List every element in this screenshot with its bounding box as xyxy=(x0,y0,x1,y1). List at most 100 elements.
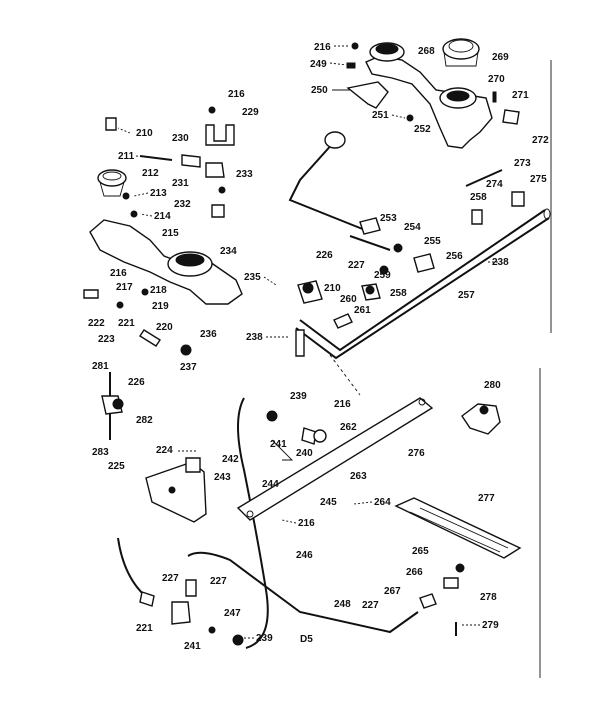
callout-226: 226 xyxy=(316,250,333,261)
callout-230: 230 xyxy=(172,133,189,144)
callout-labels: 216 249 268 269 270 271 250 251 252 272 … xyxy=(88,42,549,652)
callout-257: 257 xyxy=(458,290,475,301)
callout-211: 211 xyxy=(118,151,135,162)
bottom-valve xyxy=(117,537,244,646)
callout-216: 216 xyxy=(110,268,127,279)
callout-241: 241 xyxy=(270,439,287,450)
callout-279: 279 xyxy=(482,620,499,631)
burner-assembly-top xyxy=(346,38,525,225)
callout-239: 239 xyxy=(256,633,273,644)
callout-239: 239 xyxy=(290,391,307,402)
callout-D5: D5 xyxy=(300,634,313,645)
callout-246: 246 xyxy=(296,550,313,561)
callout-224: 224 xyxy=(156,445,173,456)
callout-253: 253 xyxy=(380,213,397,224)
gas-tube-top xyxy=(288,131,391,251)
callout-220: 220 xyxy=(156,322,173,333)
callout-212: 212 xyxy=(142,168,159,179)
callout-264: 264 xyxy=(374,497,391,508)
callout-237: 237 xyxy=(180,362,197,373)
leader-lines xyxy=(117,45,498,639)
support-bar xyxy=(236,397,434,521)
callout-245: 245 xyxy=(320,497,337,508)
callout-216: 216 xyxy=(314,42,331,53)
callout-243: 243 xyxy=(214,472,231,483)
callout-249: 249 xyxy=(310,59,327,70)
manifold-pipe xyxy=(295,208,551,360)
callout-274: 274 xyxy=(486,179,503,190)
callout-277: 277 xyxy=(478,493,495,504)
callout-242: 242 xyxy=(222,454,239,465)
callout-240: 240 xyxy=(296,448,313,459)
callout-252: 252 xyxy=(414,124,431,135)
thermostat-parts xyxy=(83,288,192,356)
callout-270: 270 xyxy=(488,74,505,85)
callout-233: 233 xyxy=(236,169,253,180)
callout-250: 250 xyxy=(311,85,328,96)
callout-219: 219 xyxy=(152,301,169,312)
callout-216: 216 xyxy=(298,518,315,529)
callout-210: 210 xyxy=(136,128,153,139)
callout-238: 238 xyxy=(492,257,509,268)
callout-227: 227 xyxy=(362,600,379,611)
callout-215: 215 xyxy=(162,228,179,239)
igniter-assembly xyxy=(101,372,124,440)
callout-269: 269 xyxy=(492,52,509,63)
broiler-burner xyxy=(394,497,522,636)
callout-231: 231 xyxy=(172,178,189,189)
callout-283: 283 xyxy=(92,447,109,458)
callout-251: 251 xyxy=(372,110,389,121)
callout-236: 236 xyxy=(200,329,217,340)
callout-275: 275 xyxy=(530,174,547,185)
callout-244: 244 xyxy=(262,479,279,490)
callout-280: 280 xyxy=(484,380,501,391)
valve-group xyxy=(297,243,435,329)
callout-262: 262 xyxy=(340,422,357,433)
callout-222: 222 xyxy=(88,318,105,329)
callout-214: 214 xyxy=(154,211,171,222)
callout-218: 218 xyxy=(150,285,167,296)
callout-227: 227 xyxy=(348,260,365,271)
callout-260: 260 xyxy=(340,294,357,305)
callout-282: 282 xyxy=(136,415,153,426)
valve-bracket xyxy=(145,457,207,523)
callout-278: 278 xyxy=(480,592,497,603)
callout-232: 232 xyxy=(174,199,191,210)
callout-256: 256 xyxy=(446,251,463,262)
callout-213: 213 xyxy=(150,188,167,199)
callout-268: 268 xyxy=(418,46,435,57)
callout-254: 254 xyxy=(404,222,421,233)
callout-265: 265 xyxy=(412,546,429,557)
callout-225: 225 xyxy=(108,461,125,472)
callout-227: 227 xyxy=(210,576,227,587)
callout-217: 217 xyxy=(116,282,133,293)
dashed-guide xyxy=(329,354,361,396)
callout-223: 223 xyxy=(98,334,115,345)
callout-247: 247 xyxy=(224,608,241,619)
callout-241: 241 xyxy=(184,641,201,652)
callout-272: 272 xyxy=(532,135,549,146)
callout-276: 276 xyxy=(408,448,425,459)
callout-235: 235 xyxy=(244,272,261,283)
oven-burner-part xyxy=(461,403,501,435)
callout-271: 271 xyxy=(512,90,529,101)
callout-263: 263 xyxy=(350,471,367,482)
callout-273: 273 xyxy=(514,158,531,169)
callout-221: 221 xyxy=(118,318,135,329)
callout-248: 248 xyxy=(334,599,351,610)
callout-258: 258 xyxy=(470,192,487,203)
callout-234: 234 xyxy=(220,246,237,257)
callout-255: 255 xyxy=(424,236,441,247)
callout-281: 281 xyxy=(92,361,109,372)
callout-261: 261 xyxy=(354,305,371,316)
callout-221: 221 xyxy=(136,623,153,634)
callout-216: 216 xyxy=(228,89,245,100)
callout-258: 258 xyxy=(390,288,407,299)
callout-227: 227 xyxy=(162,573,179,584)
callout-238: 238 xyxy=(246,332,263,343)
burner-assembly-left xyxy=(89,106,243,305)
callout-259: 259 xyxy=(374,270,391,281)
callout-229: 229 xyxy=(242,107,259,118)
callout-210: 210 xyxy=(324,283,341,294)
